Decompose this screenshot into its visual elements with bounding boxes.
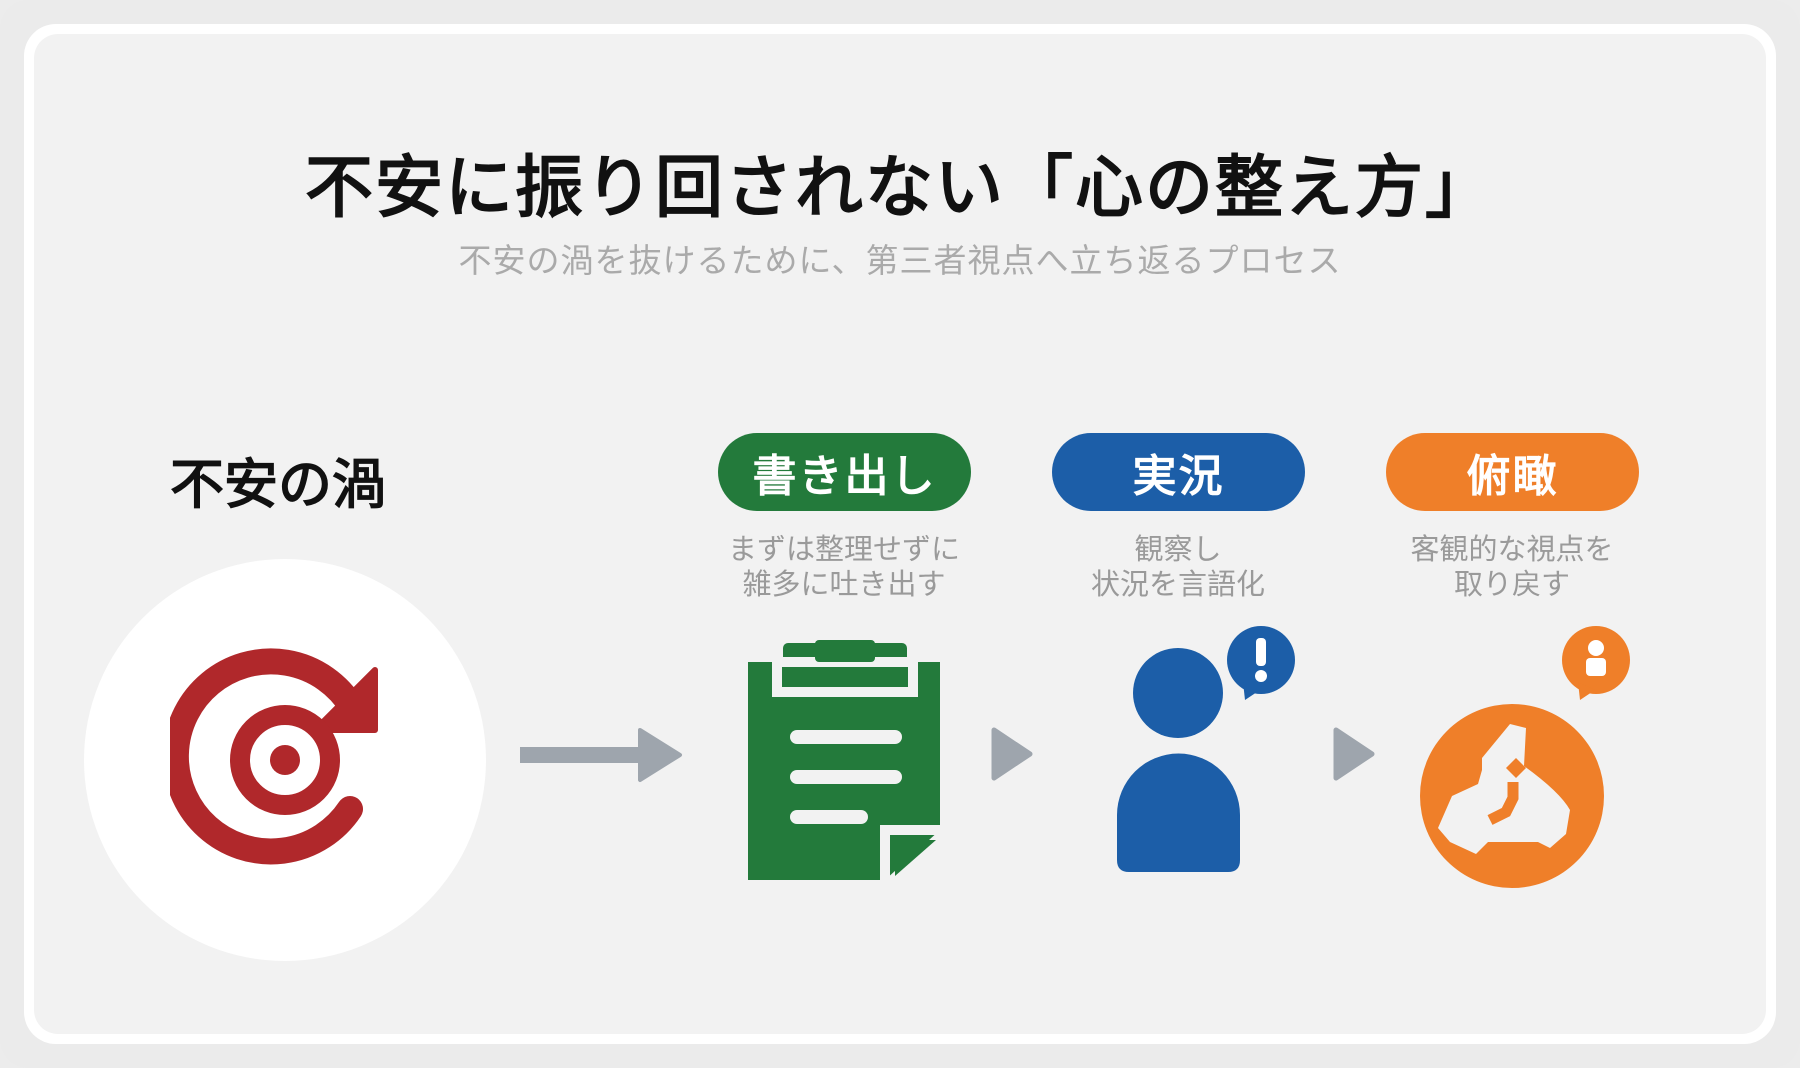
step-arrow-icon bbox=[991, 727, 1033, 781]
clipboard-icon bbox=[748, 640, 940, 880]
step-desc-writing: まずは整理せずに雑多に吐き出す bbox=[694, 532, 994, 602]
step-desc-overview: 客観的な視点を取り戻す bbox=[1362, 532, 1662, 602]
desc-line: 状況を言語化 bbox=[1090, 567, 1265, 601]
step-pill-commentary: 実況 bbox=[1052, 433, 1305, 511]
desc-line: 取り戻す bbox=[1453, 567, 1570, 601]
step-pill-writing: 書き出し bbox=[718, 433, 971, 511]
step-desc-commentary: 観察し状況を言語化 bbox=[1028, 532, 1328, 602]
page-subtitle: 不安の渦を抜けるために、第三者視点へ立ち返るプロセス bbox=[458, 241, 1342, 280]
globe-map-icon bbox=[1420, 626, 1630, 888]
desc-line: 観察し bbox=[1134, 532, 1222, 566]
vortex-label: 不安の渦 bbox=[170, 453, 386, 516]
step-arrow-icon bbox=[1333, 727, 1375, 781]
step-pill-overview: 俯瞰 bbox=[1386, 433, 1639, 511]
desc-line: 客観的な視点を bbox=[1410, 532, 1614, 566]
person-exclamation-icon bbox=[1117, 626, 1295, 872]
page-title: 不安に振り回されない「心の整え方」 bbox=[304, 149, 1495, 228]
vortex-target-icon bbox=[170, 648, 378, 865]
long-arrow-icon bbox=[520, 728, 682, 782]
desc-line: まずは整理せずに bbox=[727, 532, 960, 566]
desc-line: 雑多に吐き出す bbox=[742, 567, 946, 601]
